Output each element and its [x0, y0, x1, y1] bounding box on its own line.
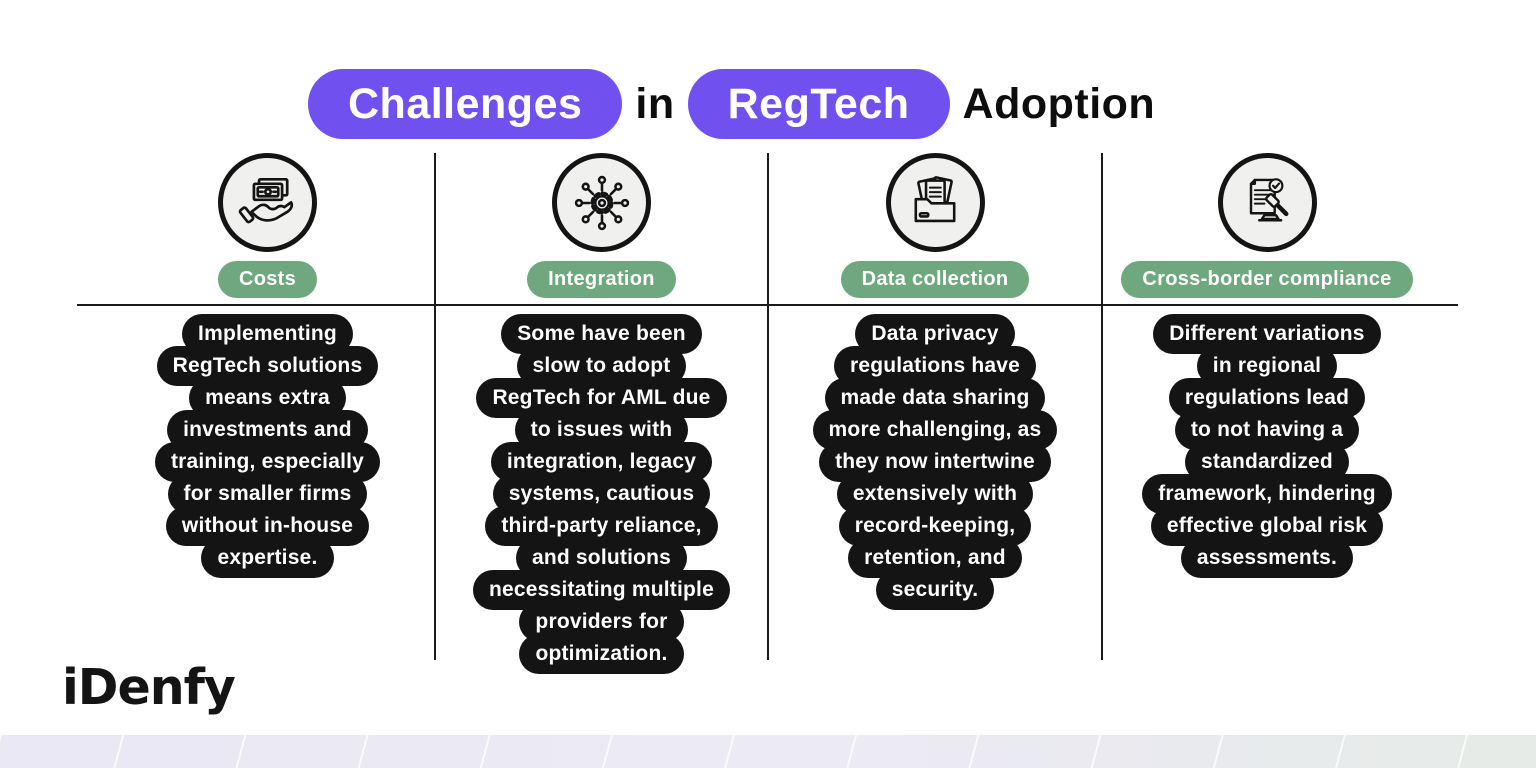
vertical-divider-3 — [1101, 153, 1103, 660]
bubble-line: Different variations — [1153, 314, 1381, 354]
bubble-line-row: Different variations — [1153, 314, 1381, 354]
challenge-column-4: Cross-border compliance Different variat… — [1102, 153, 1432, 578]
bubble-line: investments and — [167, 410, 368, 450]
category-label: Data collection — [861, 268, 1009, 290]
icon-circle — [1217, 153, 1317, 252]
icon-circle — [218, 153, 317, 252]
page-title: Challenges in RegTech Adoption — [308, 68, 1155, 140]
category-label: Costs — [238, 268, 297, 290]
category-pill: Data collection — [840, 261, 1030, 298]
icon-circle — [552, 153, 651, 252]
bubble-line: optimization. — [519, 634, 684, 674]
bubble-line: third-party reliance, — [485, 506, 718, 546]
category-label: Integration — [548, 268, 655, 290]
money-hand-icon — [238, 177, 293, 223]
category-pill: Integration — [527, 261, 676, 298]
title-connector: in — [635, 79, 675, 128]
category-label: Cross-border compliance — [1142, 268, 1392, 290]
idenfy-logo: iDenfy — [62, 659, 236, 716]
category-pill: Costs — [217, 261, 318, 298]
title-highlight-regtech: RegTech — [687, 69, 950, 139]
gear-network-icon — [574, 175, 629, 230]
icon-circle — [885, 153, 985, 252]
bubble-line: expertise. — [201, 538, 334, 578]
footer-band — [0, 735, 1536, 768]
category-pill: Cross-border compliance — [1121, 261, 1413, 298]
folder-documents-icon — [914, 175, 956, 222]
bubble-line: RegTech for AML due — [476, 378, 727, 418]
bubble-line-row: assessments. — [1180, 538, 1354, 578]
vertical-divider-2 — [767, 153, 769, 660]
title-suffix: Adoption — [962, 79, 1156, 128]
vertical-divider-1 — [434, 153, 436, 660]
bubble-line-row: security. — [875, 570, 995, 610]
bubble-line-row: effective global risk — [1150, 506, 1384, 546]
document-gavel-icon — [1249, 177, 1289, 222]
bubble-line-row: third-party reliance, — [485, 506, 718, 546]
bubble-line-row: optimization. — [519, 634, 684, 674]
bubble-line: effective global risk — [1150, 506, 1384, 546]
title-highlight-challenges: Challenges — [308, 69, 623, 139]
bubble-line: assessments. — [1180, 538, 1354, 578]
bubble-line-row: expertise. — [201, 538, 334, 578]
bubble-line-row: RegTech for AML due — [476, 378, 727, 418]
bubble-line: security. — [875, 570, 995, 610]
bubble-line-row: investments and — [167, 410, 368, 450]
